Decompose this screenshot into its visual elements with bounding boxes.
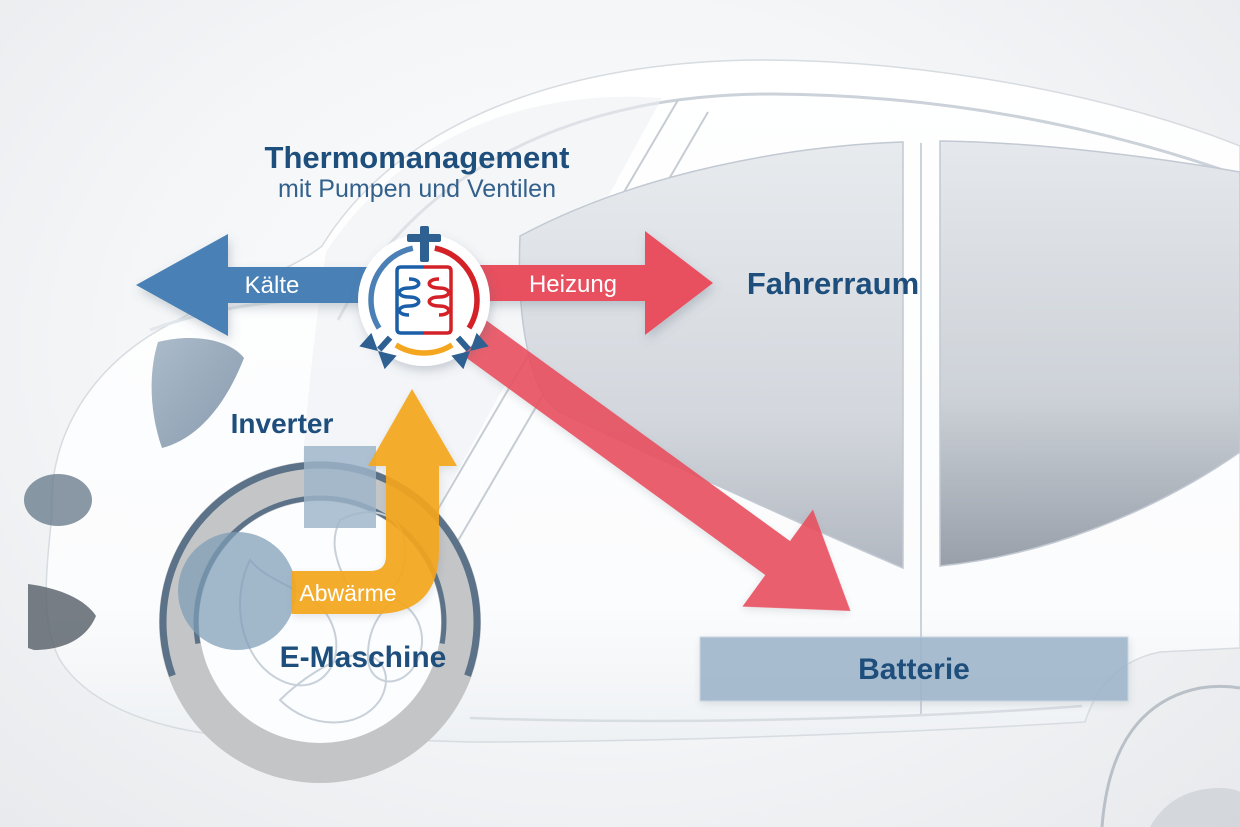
heat-pump-valve-icon [358,226,490,370]
hub-circle [358,234,490,366]
cold-arrow-label: Kälte [245,272,300,299]
waste-heat-arrow [292,389,457,614]
e-machine-circle [178,532,296,650]
page-title: Thermomanagement [265,140,570,175]
battery-heating-arrow [437,303,851,611]
valve-bottom-right-icon [451,332,489,370]
front-grille-shadow [24,474,92,526]
battery-box [699,636,1129,702]
rear-tire-sliver [1150,788,1240,827]
heating-arrow [455,231,713,335]
headlight-icon [151,337,244,448]
cold-arrow [136,234,400,336]
heat-exchanger-red-coil [424,265,453,335]
inverter-box [304,446,376,528]
waste-heat-arrow-label: Abwärme [299,580,396,606]
inverter-label: Inverter [231,408,334,439]
valve-top-icon [407,226,441,262]
valve-bottom-left-icon [359,332,397,370]
battery-label: Batterie [858,653,970,686]
heat-exchanger-blue-coil [395,265,424,335]
sill-line [469,704,1083,723]
page-subtitle: mit Pumpen und Ventilen [278,175,556,203]
heating-arrow-label: Heizung [529,271,617,298]
front-intake [28,584,96,650]
e-machine-label: E-Maschine [280,641,447,674]
rear-wheel-arch [1100,685,1240,827]
cabin-label: Fahrerraum [747,266,919,301]
